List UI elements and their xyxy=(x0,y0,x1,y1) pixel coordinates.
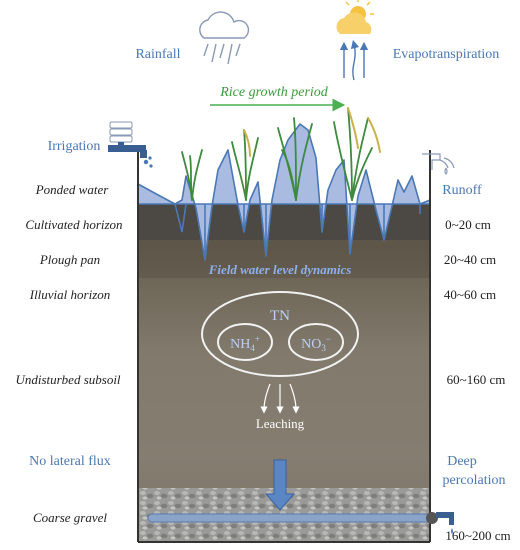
nh4-subscript: 4 xyxy=(250,343,255,353)
coarse-gravel-label: Coarse gravel xyxy=(33,510,107,525)
deep-percolation-label-line1: Deep xyxy=(447,454,477,469)
illuvial-horizon-label: Illuvial horizon xyxy=(29,287,111,302)
plough-pan-band xyxy=(138,240,430,278)
leaching-arrows xyxy=(260,383,300,414)
tn-ellipse xyxy=(201,291,359,377)
drain-pipe xyxy=(147,513,431,523)
drain-tap-icon xyxy=(426,512,454,534)
field-water-level-label: Field water level dynamics xyxy=(208,262,352,277)
sun-cloud-icon xyxy=(336,0,374,34)
depth-20-40-label: 20~40 cm xyxy=(444,252,496,267)
irrigation-label: Irrigation xyxy=(48,139,101,154)
ponded-water-label: Ponded water xyxy=(35,182,110,197)
depth-0-20-label: 0~20 cm xyxy=(445,217,491,232)
deep-percolation-label-line2: percolation xyxy=(443,473,506,488)
runoff-label: Runoff xyxy=(442,183,482,198)
nh4-base: NH xyxy=(230,337,250,352)
no3-ellipse xyxy=(288,323,344,361)
undisturbed-subsoil-label: Undisturbed subsoil xyxy=(15,372,120,387)
leaching-label: Leaching xyxy=(256,416,305,431)
nh4-label: NH4+ xyxy=(230,334,260,353)
rain-cloud-icon xyxy=(199,11,250,65)
rainfall-label: Rainfall xyxy=(135,47,180,62)
depth-160-200-label: 160~200 cm xyxy=(445,528,510,543)
no3-subscript: 3 xyxy=(321,343,326,353)
depth-40-60-label: 40~60 cm xyxy=(444,287,496,302)
cultivated-horizon-label: Cultivated horizon xyxy=(25,217,122,232)
no3-label: NO3− xyxy=(301,334,331,353)
depth-60-160-label: 60~160 cm xyxy=(447,372,506,387)
deep-percolation-arrow xyxy=(264,459,296,511)
no3-superscript: − xyxy=(326,334,331,344)
no-lateral-flux-label: No lateral flux xyxy=(29,454,111,469)
evapotranspiration-label: Evapotranspiration xyxy=(393,47,500,62)
water-level-dips xyxy=(174,203,421,260)
rice-growth-period-label: Rice growth period xyxy=(219,85,329,100)
plough-pan-label: Plough pan xyxy=(39,252,100,267)
no3-base: NO xyxy=(301,337,321,352)
ponded-water-surface xyxy=(137,123,431,261)
rice-plants xyxy=(181,107,381,201)
nh4-superscript: + xyxy=(255,334,260,344)
tn-label: TN xyxy=(270,308,290,324)
runoff-tap-icon xyxy=(422,153,455,175)
evapotranspiration-arrows xyxy=(339,39,369,81)
nh4-ellipse xyxy=(217,323,273,361)
irrigation-tap-icon xyxy=(108,121,153,168)
